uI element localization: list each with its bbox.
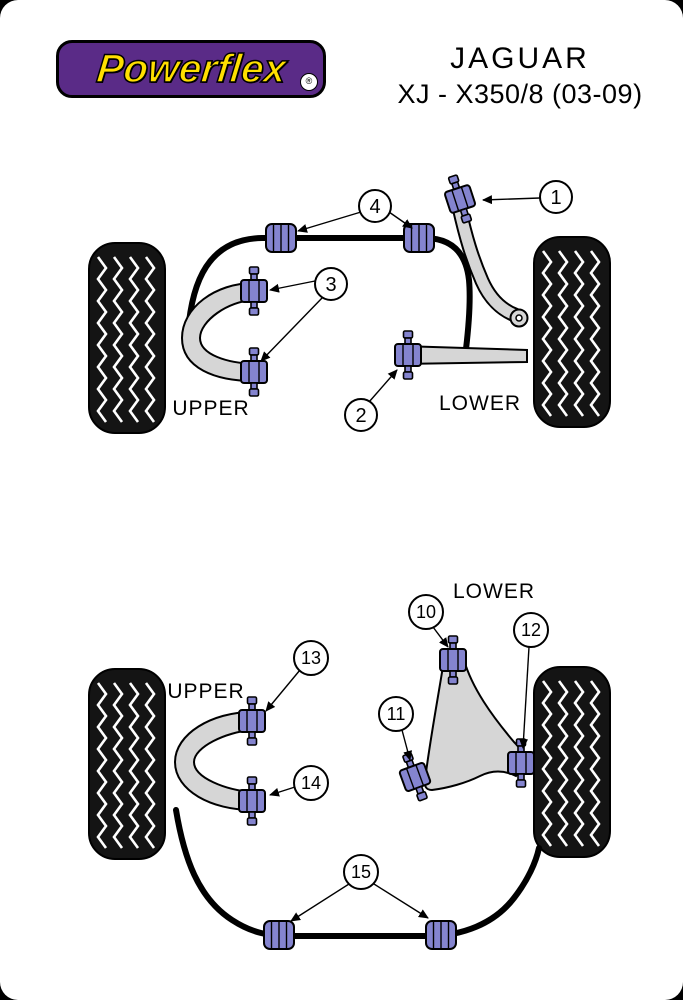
rear-left-tire <box>87 667 167 861</box>
vehicle-model: JAGUAR XJ - X350/8 (03-09) <box>360 42 680 110</box>
vehicle-variant: XJ - X350/8 (03-09) <box>397 79 643 109</box>
callout-4: 4 <box>297 189 413 233</box>
front-right-tire <box>532 235 612 429</box>
front-upper-label: UPPER <box>172 397 249 420</box>
rear-right-tire <box>532 665 612 859</box>
front-lower-label: LOWER <box>439 392 521 415</box>
powerflex-logo: Powerflex ® <box>56 40 326 98</box>
rear-arb-bushing-left <box>263 920 295 950</box>
callout-15: 15 <box>290 854 429 922</box>
callout-number: 2 <box>355 405 366 427</box>
callout-number: 10 <box>416 602 436 622</box>
front-arb-bushing-right <box>403 223 435 253</box>
callout-10: 10 <box>408 594 449 648</box>
rear-upper-label: UPPER <box>167 680 244 703</box>
callout-number: 1 <box>550 187 561 209</box>
front-left-tire <box>87 241 167 435</box>
front-arb-bushing-left <box>265 223 297 253</box>
rear-axle-diagram: 10 12 11 13 14 <box>87 580 612 950</box>
vehicle-make: JAGUAR <box>450 42 590 75</box>
callout-number: 3 <box>325 274 336 296</box>
front-anti-roll-bar <box>185 235 473 352</box>
callout-14: 14 <box>269 765 329 801</box>
front-lower-arm-bushing <box>394 330 422 380</box>
callout-11: 11 <box>378 696 414 761</box>
registered-trademark-icon: ® <box>300 73 318 91</box>
callout-12: 12 <box>513 612 549 749</box>
callout-1: 1 <box>482 180 573 214</box>
callout-2: 2 <box>344 369 398 432</box>
rear-upper-arm-rear-bushing <box>238 776 266 826</box>
rear-lower-label: LOWER <box>453 580 535 603</box>
callout-number: 4 <box>369 196 380 218</box>
front-axle-diagram: 4 1 3 2 UPPER LOWER <box>87 171 612 435</box>
rear-arb-bushing-right <box>425 920 457 950</box>
callout-13: 13 <box>265 640 329 712</box>
callout-number: 12 <box>521 620 541 640</box>
front-upper-arm-rear-bushing <box>240 347 268 397</box>
rear-upper-arm-front-bushing <box>238 696 266 746</box>
callout-number: 14 <box>301 773 321 793</box>
callout-3: 3 <box>260 267 348 362</box>
callout-number: 15 <box>351 862 371 882</box>
front-link-arm <box>451 199 529 328</box>
front-upper-arm-front-bushing <box>240 266 268 316</box>
callout-number: 11 <box>387 704 406 724</box>
callout-number: 13 <box>301 648 321 668</box>
rear-lower-control-arm <box>423 659 529 792</box>
